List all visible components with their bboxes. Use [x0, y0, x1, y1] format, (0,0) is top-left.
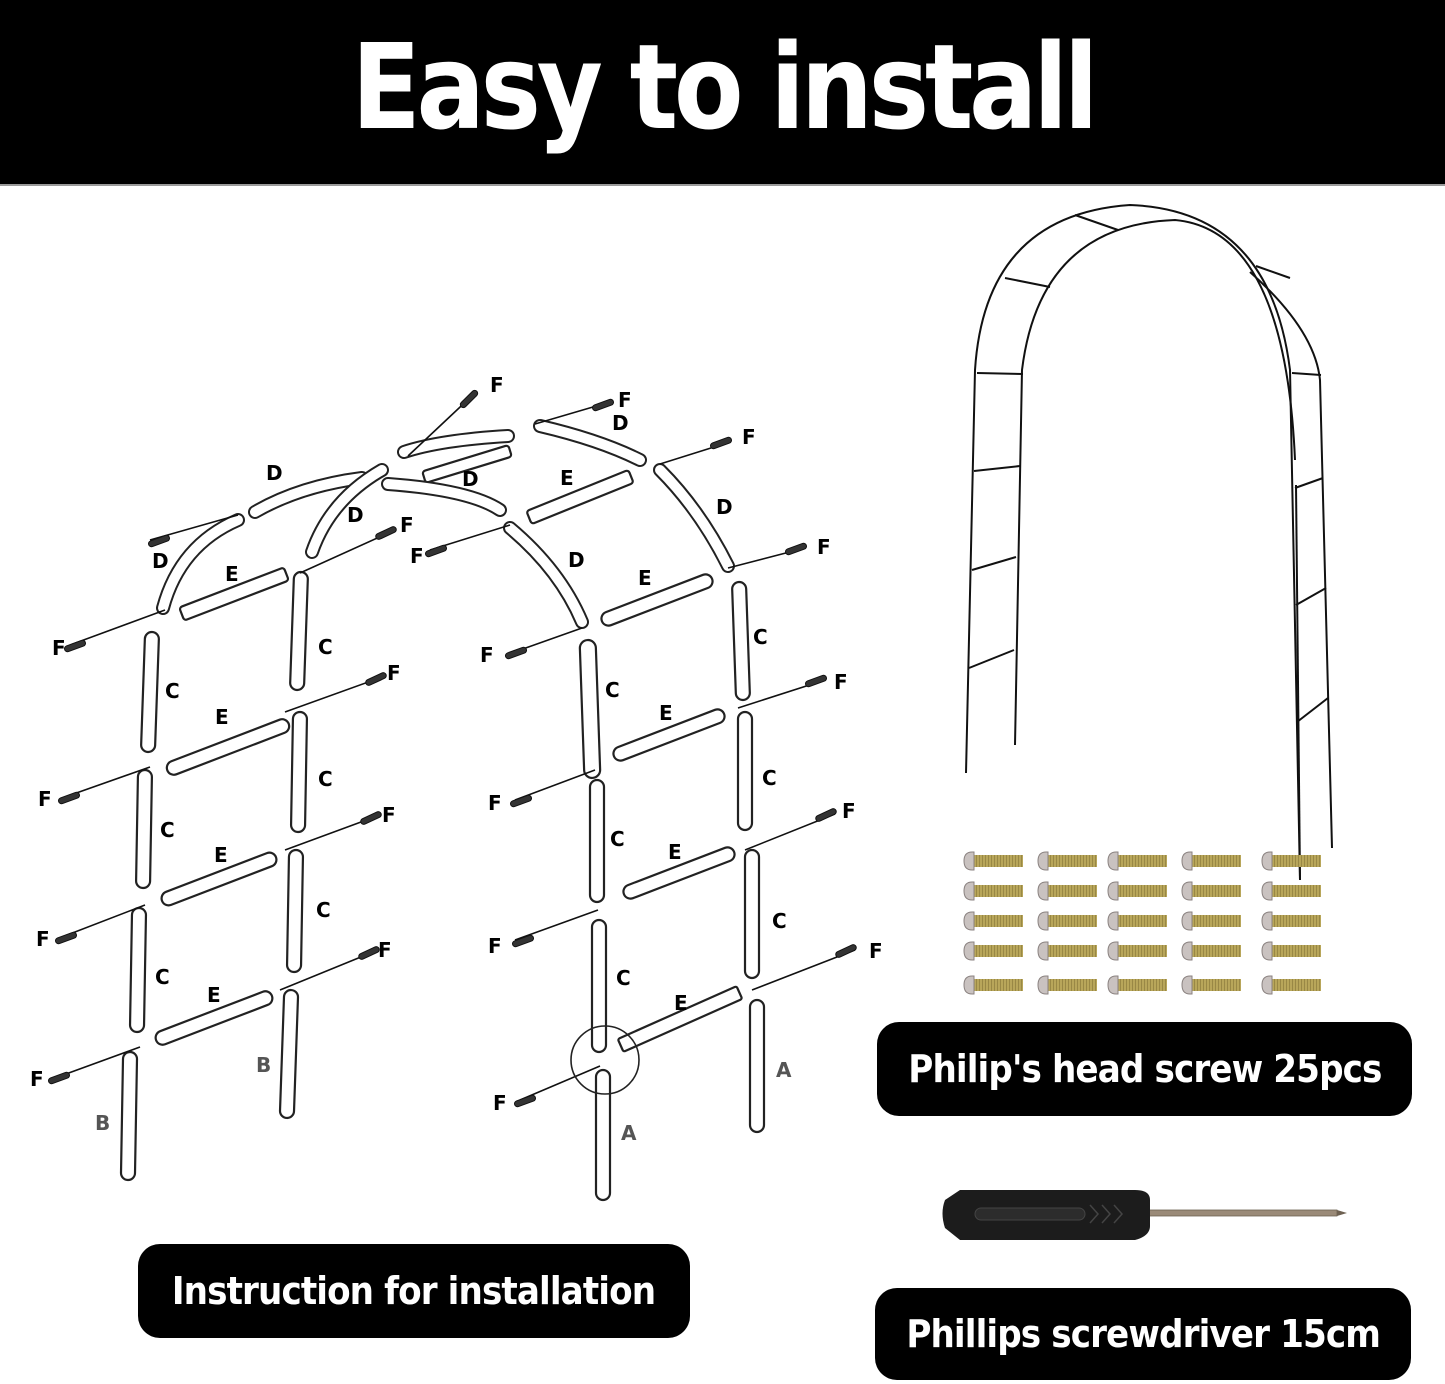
page-title: Easy to install — [351, 18, 1098, 156]
svg-text:F: F — [400, 513, 414, 537]
detail-circle — [570, 1025, 640, 1095]
svg-text:D: D — [612, 411, 629, 435]
svg-text:D: D — [347, 503, 364, 527]
svg-text:F: F — [488, 791, 502, 815]
header-banner: Easy to install — [0, 0, 1445, 186]
svg-text:F: F — [382, 803, 396, 827]
svg-text:E: E — [674, 991, 688, 1015]
svg-text:D: D — [716, 495, 733, 519]
svg-text:A: A — [621, 1121, 637, 1145]
svg-text:F: F — [30, 1067, 44, 1091]
screw-icon — [963, 851, 1322, 995]
svg-text:F: F — [387, 661, 401, 685]
svg-text:F: F — [488, 934, 502, 958]
screw-caption-badge: Philip's head screw 25pcs — [877, 1022, 1412, 1116]
screws-grid — [963, 851, 1322, 995]
svg-text:F: F — [493, 1091, 507, 1115]
svg-text:C: C — [318, 635, 333, 659]
assembly-diagram: F F F D D D D D D D E F F F E E F C F C … — [30, 373, 883, 1202]
svg-text:F: F — [742, 425, 756, 449]
svg-text:E: E — [638, 566, 652, 590]
screwdriver-caption-badge: Phillips screwdriver 15cm — [875, 1288, 1411, 1380]
svg-text:F: F — [842, 799, 856, 823]
instruction-caption-badge: Instruction for installation — [138, 1244, 690, 1338]
svg-text:B: B — [95, 1111, 110, 1135]
svg-text:C: C — [160, 818, 175, 842]
garden-arch-icon — [965, 203, 1333, 881]
svg-text:F: F — [410, 544, 424, 568]
svg-text:C: C — [165, 679, 180, 703]
svg-text:E: E — [215, 705, 229, 729]
svg-text:F: F — [834, 670, 848, 694]
svg-text:F: F — [378, 938, 392, 962]
svg-text:F: F — [36, 927, 50, 951]
svg-text:E: E — [225, 562, 239, 586]
svg-text:E: E — [214, 843, 228, 867]
screwdriver-caption: Phillips screwdriver 15cm — [906, 1312, 1381, 1356]
svg-text:E: E — [668, 840, 682, 864]
svg-text:C: C — [616, 966, 631, 990]
svg-text:C: C — [772, 909, 787, 933]
svg-text:F: F — [480, 643, 494, 667]
svg-text:B: B — [256, 1053, 271, 1077]
svg-text:C: C — [605, 678, 620, 702]
svg-text:D: D — [462, 467, 479, 491]
svg-text:F: F — [52, 636, 66, 660]
svg-text:F: F — [490, 373, 504, 397]
svg-text:D: D — [568, 548, 585, 572]
svg-text:C: C — [316, 898, 331, 922]
svg-text:E: E — [560, 466, 574, 490]
svg-text:C: C — [610, 827, 625, 851]
svg-text:A: A — [776, 1058, 792, 1082]
screw-caption: Philip's head screw 25pcs — [907, 1047, 1382, 1091]
instruction-caption: Instruction for installation — [172, 1269, 656, 1313]
screwdriver-icon — [942, 1190, 1347, 1240]
svg-text:D: D — [266, 461, 283, 485]
svg-text:E: E — [659, 701, 673, 725]
svg-text:D: D — [152, 549, 169, 573]
svg-text:C: C — [155, 965, 170, 989]
svg-text:E: E — [207, 983, 221, 1007]
svg-text:F: F — [618, 388, 632, 412]
svg-text:F: F — [869, 939, 883, 963]
svg-text:C: C — [753, 625, 768, 649]
svg-text:F: F — [38, 787, 52, 811]
part-c-tube — [140, 630, 160, 754]
svg-text:C: C — [762, 766, 777, 790]
svg-text:F: F — [817, 535, 831, 559]
svg-text:C: C — [318, 767, 333, 791]
